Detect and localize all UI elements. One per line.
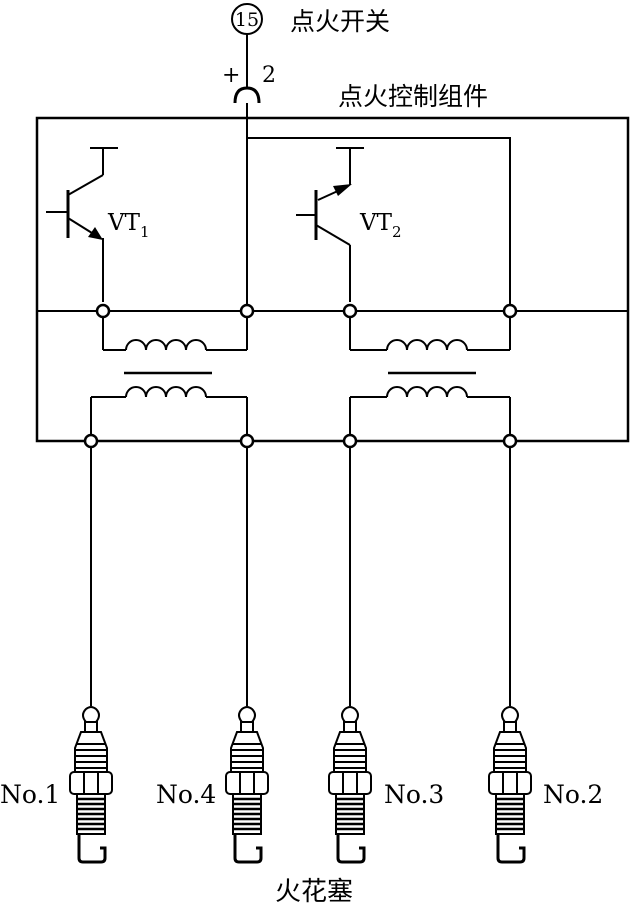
ignition-switch-terminal: 15 xyxy=(231,3,263,35)
spark-plug-caption: 火花塞 xyxy=(275,877,353,907)
plug-label-no1: No.1 xyxy=(0,780,60,809)
module-label: 点火控制组件 xyxy=(338,82,488,111)
power-rail xyxy=(246,118,511,310)
terminal-number: 15 xyxy=(235,9,259,31)
spark-plug-3 xyxy=(327,705,373,864)
transistor-vt2 xyxy=(296,147,364,302)
spark-plug-4 xyxy=(224,705,270,864)
plug-label-no2: No.2 xyxy=(543,780,603,809)
plug-label-no3: No.3 xyxy=(384,780,444,809)
plug-label-no4: No.4 xyxy=(156,780,216,809)
spark-plug-2 xyxy=(487,705,533,864)
ignition-coil-1 xyxy=(90,318,248,434)
vt2-label: VT2 xyxy=(359,210,402,241)
ignition-switch-label: 点火开关 xyxy=(290,7,390,36)
plus-sign: + xyxy=(222,63,240,88)
terminal-pin-label: 2 xyxy=(262,63,276,88)
ignition-control-module xyxy=(35,116,630,443)
connector-socket xyxy=(233,86,261,104)
output-terminals xyxy=(83,433,518,449)
vt1-label: VT1 xyxy=(107,210,150,241)
spark-plug-1 xyxy=(68,705,114,864)
ht-leads xyxy=(90,441,511,706)
internal-terminals xyxy=(95,303,518,319)
ignition-coil-2 xyxy=(349,318,511,434)
